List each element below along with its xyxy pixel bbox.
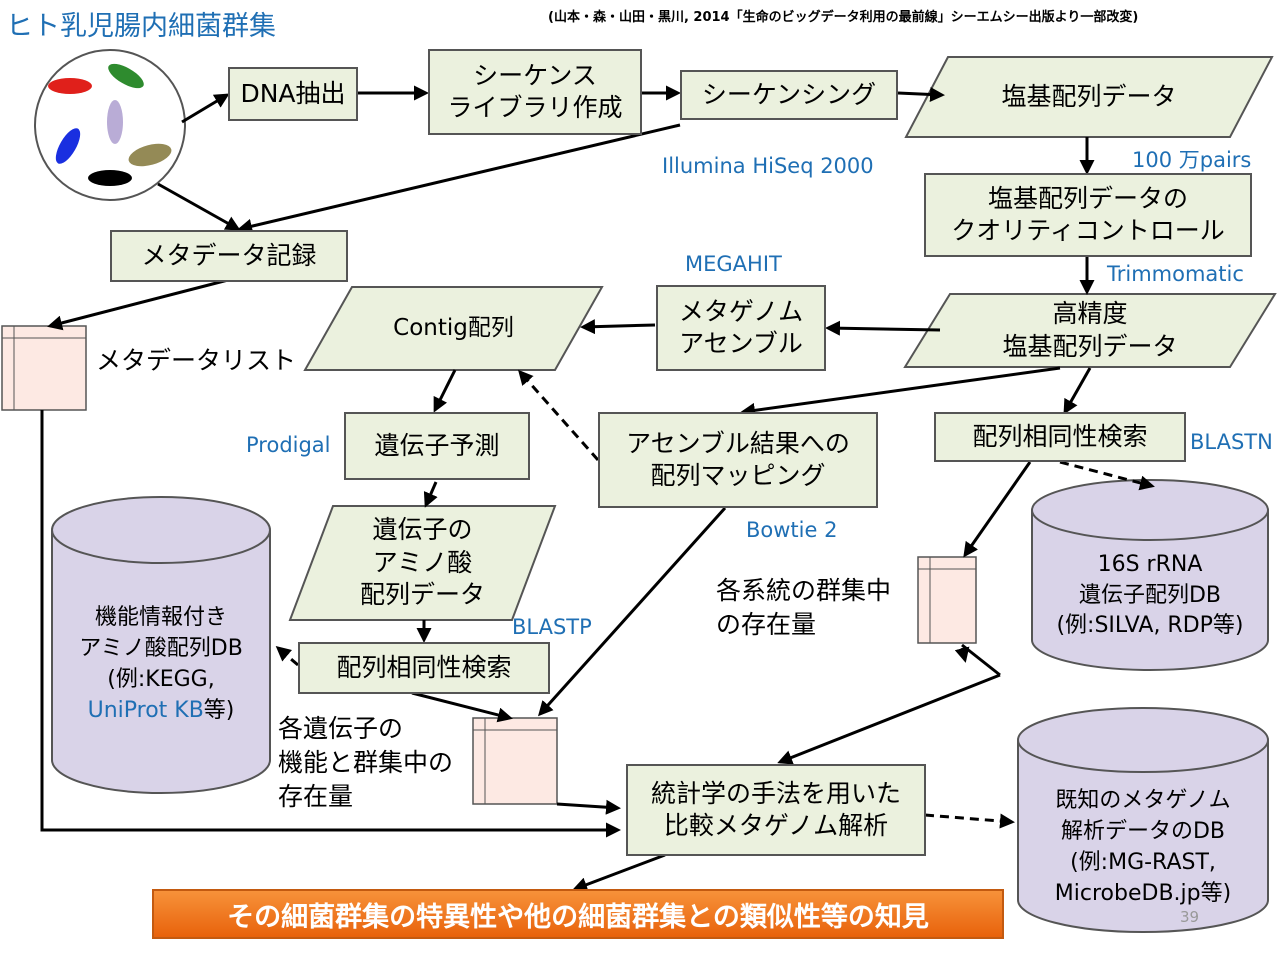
hq-shape — [903, 293, 1277, 368]
lineage-table-icon — [917, 556, 977, 644]
functional-db-line3: (例:KEGG, — [107, 667, 215, 692]
seqdata-shape — [904, 56, 1274, 138]
bowtie-label: Bowtie 2 — [746, 518, 838, 542]
homology-search-top-box: 配列相同性検索 — [934, 412, 1186, 462]
functional-db-line4: UniProt KB等) — [88, 696, 235, 727]
source-credit: (山本・森・山田・黒川, 2014「生命のビッグデータ利用の最前線」シーエムシー… — [548, 10, 1139, 25]
bacterium-lavender-icon — [107, 100, 123, 144]
gene-table-icon — [472, 717, 558, 805]
gene-prediction-box: 遺伝子予測 — [344, 412, 530, 480]
quality-control-box: 塩基配列データの クオリティコントロール — [924, 173, 1252, 257]
lineage-abundance-label: 各系統の群集中 の存在量 — [716, 576, 892, 639]
statistical-analysis-box: 統計学の手法を用いた 比較メタゲノム解析 — [626, 764, 926, 856]
library-prep-box: シーケンス ライブラリ作成 — [428, 49, 642, 135]
blastn-label: BLASTN — [1190, 430, 1273, 454]
metagenome-assembly-box: メタゲノム アセンブル — [656, 285, 826, 371]
page-title: ヒト乳児腸内細菌群集 — [6, 11, 276, 42]
metadata-record-box: メタデータ記録 — [110, 230, 348, 282]
rrna-db-cylinder — [1031, 479, 1269, 671]
illumina-label: Illumina HiSeq 2000 — [662, 154, 874, 178]
functional-db-label: 機能情報付き アミノ酸配列DB (例:KEGG, UniProt KB等) — [52, 580, 270, 750]
gene-abundance-label: 各遺伝子の 機能と群集中の 存在量 — [278, 714, 454, 811]
reference-arrows — [275, 369, 1155, 829]
functional-db-line1: 機能情報付き — [94, 605, 227, 631]
dna-extraction-box: DNA抽出 — [228, 67, 358, 121]
hq-data-label: 高精度 塩基配列データ — [1002, 299, 1178, 361]
bacterium-red-icon — [48, 78, 92, 94]
trimmomatic-label: Trimmomatic — [1107, 262, 1244, 286]
uniprot-label: UniProt KB — [87, 697, 204, 723]
contig-shape — [303, 286, 604, 371]
functional-db-line2: アミノ酸配列DB — [79, 636, 243, 662]
blastp-label: BLASTP — [512, 615, 592, 639]
bacterium-green-icon — [108, 63, 144, 89]
contig-label: Contig配列 — [393, 314, 514, 341]
page-number: 39 — [1180, 908, 1200, 926]
homology-search-bottom-box: 配列相同性検索 — [298, 642, 550, 694]
lineage-connector — [961, 643, 1001, 677]
megahit-label: MEGAHIT — [685, 252, 782, 276]
bacterium-blue-icon — [55, 128, 81, 164]
rrna-db-label: 16S rRNA 遺伝子配列DB (例:SILVA, RDP等) — [1056, 551, 1244, 639]
prodigal-label: Prodigal — [246, 433, 331, 457]
bacterium-olive-icon — [128, 143, 172, 167]
pairs-label: 100 万pairs — [1132, 148, 1252, 172]
conclusion-banner: その細菌群集の特異性や他の細菌群集との類似性等の知見 — [152, 889, 1004, 939]
metadata-list-label: メタデータリスト — [96, 346, 297, 375]
bacteria-community-icon — [34, 49, 186, 201]
aa-shape — [288, 505, 557, 621]
sequence-mapping-box: アセンブル結果への 配列マッピング — [598, 412, 878, 508]
known-db-label: 既知のメタゲノム 解析データのDB (例:MG-RAST, MicrobeDB.… — [1054, 788, 1232, 906]
sequencing-box: シーケンシング — [680, 70, 898, 120]
bacterium-black-icon — [88, 170, 132, 186]
known-db-cylinder — [1017, 707, 1269, 933]
functional-db-suffix: 等) — [203, 697, 235, 723]
seqdata-label: 塩基配列データ — [1001, 81, 1177, 111]
metadata-list-table-icon — [1, 325, 87, 411]
flow-arrows — [40, 85, 1095, 892]
functional-db-cylinder — [51, 496, 271, 794]
amino-acid-data-label: 遺伝子の アミノ酸 配列データ — [359, 515, 485, 610]
